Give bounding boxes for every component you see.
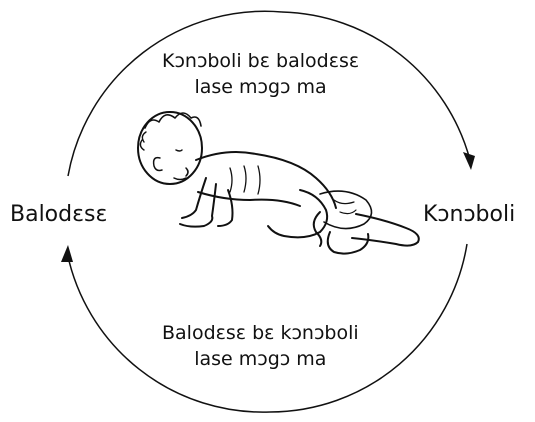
top-caption: Kɔnɔboli bɛ balodɛsɛ lase mɔgɔ ma <box>162 48 359 100</box>
bottom-caption-line-1: Balodɛsɛ bɛ kɔnɔboli <box>162 320 359 346</box>
left-label: Balodɛsɛ <box>10 202 107 227</box>
malnourished-child-crawling-illustration <box>138 112 419 254</box>
arrowhead-left <box>61 245 73 262</box>
bottom-caption-line-2: lase mɔgɔ ma <box>162 346 359 372</box>
arrowhead-right <box>463 152 475 170</box>
bottom-caption: Balodɛsɛ bɛ kɔnɔboli lase mɔgɔ ma <box>162 320 359 372</box>
top-caption-line-1: Kɔnɔboli bɛ balodɛsɛ <box>162 48 359 74</box>
top-caption-line-2: lase mɔgɔ ma <box>162 74 359 100</box>
right-label: Kɔnɔboli <box>423 202 515 227</box>
